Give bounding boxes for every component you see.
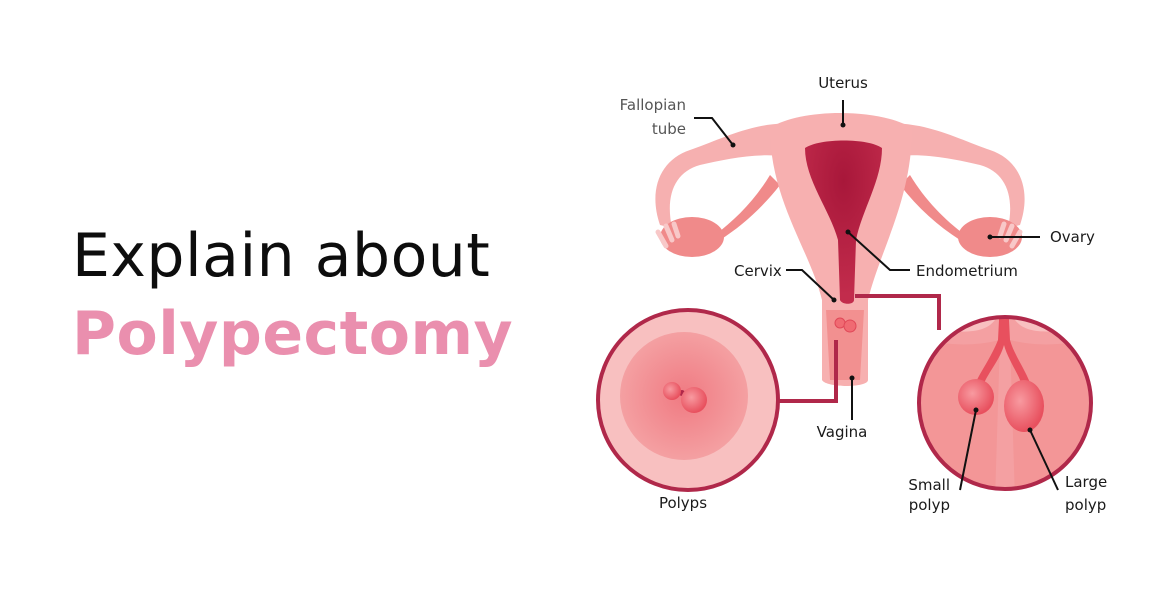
polyp-sizes-magnified-view [917,315,1093,491]
label-ovary: Ovary [1050,228,1095,246]
label-endometrium: Endometrium [916,262,1018,280]
label-large-polyp-1: Large [1065,473,1107,491]
title-line-1: Explain about [72,221,491,291]
label-vagina: Vagina [817,423,868,441]
fallopian-tubes [655,123,1025,240]
endometrium-shape [805,140,882,304]
label-fallopian-tube-2: tube [652,120,686,138]
leader-lines [694,100,1059,491]
polyps-magnified-view [596,308,780,492]
label-small-polyp-1: Small [908,476,950,494]
page-title: Explain about Polypectomy [72,226,513,364]
label-uterus: Uterus [818,74,868,92]
label-small-polyp-2: polyp [909,496,950,514]
label-polyps: Polyps [659,494,707,512]
title-line-2: Polypectomy [72,299,514,369]
label-fallopian-tube-1: Fallopian [620,96,686,114]
label-cervix: Cervix [734,262,782,280]
label-large-polyp-2: polyp [1065,496,1106,514]
